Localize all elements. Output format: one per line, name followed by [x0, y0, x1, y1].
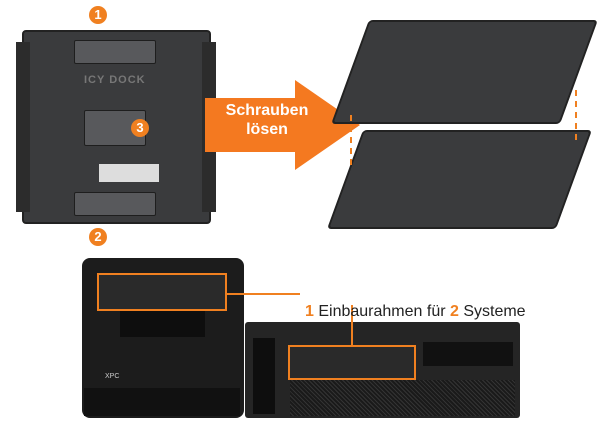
bracket-label-sticker [99, 164, 159, 182]
dashed-guide [575, 90, 577, 140]
callout-line [351, 305, 353, 345]
marker-1: 1 [89, 6, 107, 24]
caption-text1: Einbaurahmen für [313, 303, 450, 320]
pc-brand: XPC [105, 373, 120, 380]
bracket-slot [74, 40, 156, 64]
bracket-logo: ICY DOCK [84, 74, 146, 86]
front-io-panel [84, 388, 240, 416]
bay-highlight-cube [97, 273, 227, 311]
arrow-label: Schrauben lösen [222, 101, 312, 139]
caption: 1 Einbaurahmen für 2 Systeme [305, 285, 526, 321]
bay-highlight-slim [288, 345, 416, 380]
arrow-label-line1: Schrauben [225, 102, 309, 119]
bracket-slot [74, 192, 156, 216]
arrow-icon [205, 80, 360, 170]
optical-bay [423, 342, 513, 366]
front-io-panel [253, 338, 275, 414]
marker-2: 2 [89, 228, 107, 246]
front-mesh [290, 380, 515, 416]
caption-num1: 1 [305, 303, 314, 320]
bracket-lower-half [326, 130, 593, 229]
caption-num2: 2 [449, 303, 459, 320]
dashed-guide [350, 115, 352, 165]
drive-cover [120, 311, 205, 337]
bracket-upper-half [331, 20, 598, 124]
callout-line [225, 293, 300, 295]
marker-3: 3 [131, 119, 149, 137]
mounting-bracket-top-view: ICY DOCK [16, 30, 216, 224]
arrow-label-line2: lösen [246, 121, 288, 138]
caption-text2: Systeme [458, 303, 526, 320]
bracket-rail [16, 42, 30, 212]
